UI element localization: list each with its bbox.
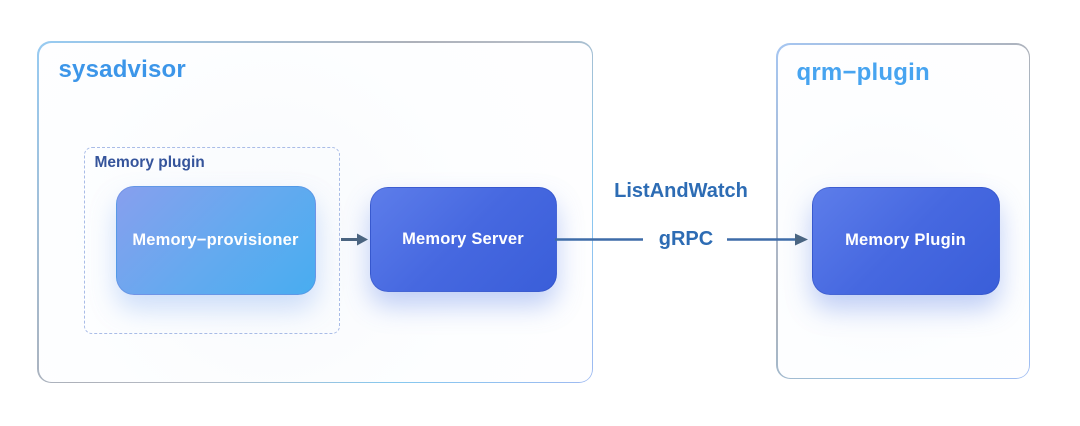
sysadvisor-container-body: sysadvisor Memory plugin Memory−provisio… [38,42,592,382]
memory-server-label: Memory Server [402,229,524,248]
edge-label-grpc: gRPC [658,228,714,250]
memory-provisioner-label: Memory−provisioner [132,230,299,249]
qrm-plugin-container: qrm−plugin Memory Plugin [776,43,1030,379]
edge-label-listandwatch: ListAndWatch [614,180,748,202]
qrm-plugin-container-body: qrm−plugin Memory Plugin [777,44,1029,378]
memory-plugin-group: Memory plugin Memory−provisioner [83,146,340,334]
memory-server-node: Memory Server [369,186,557,292]
memory-plugin-group-label: Memory plugin [94,153,205,171]
memory-plugin-node: Memory Plugin [811,186,1000,295]
memory-provisioner-node: Memory−provisioner [115,185,316,295]
memory-plugin-label: Memory Plugin [845,231,966,249]
sysadvisor-title: sysadvisor [58,55,186,83]
qrm-plugin-title: qrm−plugin [796,58,930,86]
sysadvisor-container: sysadvisor Memory plugin Memory−provisio… [37,41,593,383]
